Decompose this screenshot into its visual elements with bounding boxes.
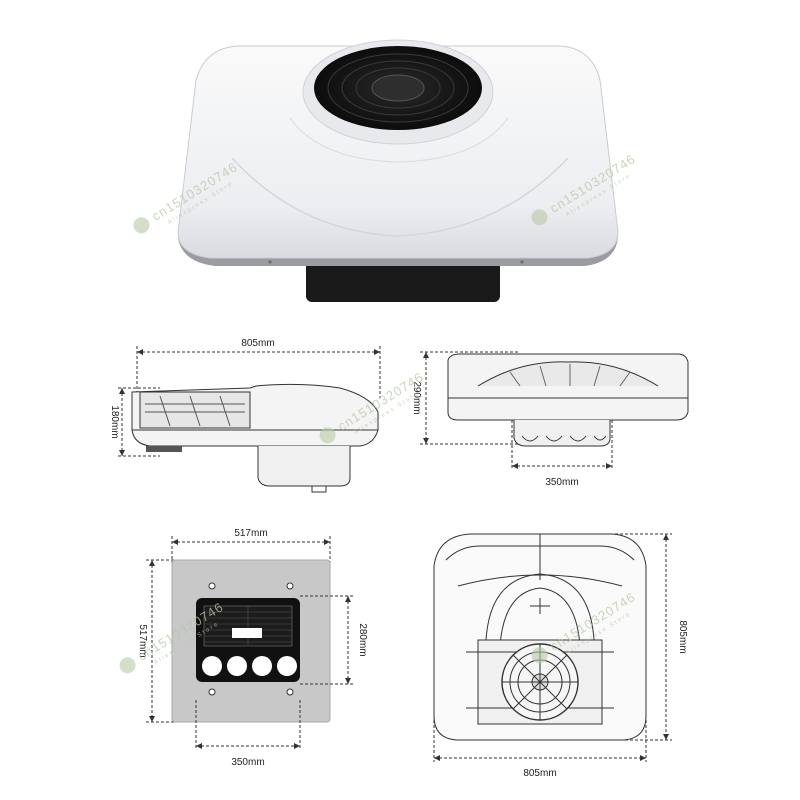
opening-width-label: 350mm [231, 757, 264, 768]
front-height-dimension [420, 351, 520, 445]
fan-grille-rings [327, 53, 469, 123]
unit-contour-line [231, 157, 569, 237]
unit-contour-line-inner [289, 117, 509, 163]
unit-screw [520, 260, 524, 264]
unit-bottom-housing [306, 258, 500, 302]
side-width-dimension [136, 346, 381, 400]
side-fan-blades [145, 395, 245, 427]
watermark-logo-icon [319, 427, 336, 444]
front-fan-blades [509, 364, 631, 387]
base-height-dimension [146, 559, 176, 723]
watermark-logo-icon [531, 647, 548, 664]
opening-width-dimension [195, 700, 301, 750]
front-vents [521, 435, 607, 442]
watermark-logo-icon [133, 217, 150, 234]
side-view-drawing [118, 346, 381, 493]
side-height-dimension [118, 387, 160, 457]
front-lower-housing [513, 420, 611, 447]
base-width-label: 517mm [234, 528, 267, 539]
side-drain [311, 485, 327, 493]
unit-screw [268, 260, 272, 264]
top-arch-outer [485, 573, 595, 720]
side-height-label: 180mm [109, 405, 120, 438]
dimension-labels: 805mm 180mm 290mm 350mm 517mm 517mm 280m… [109, 338, 688, 779]
grille-lines [204, 606, 292, 646]
side-vent [146, 446, 182, 452]
front-base-label: 350mm [545, 477, 578, 488]
base-plate-drawing [146, 536, 354, 750]
fan-hub [371, 74, 425, 102]
front-height-label: 290mm [411, 381, 422, 414]
base-height-label: 517mm [137, 624, 148, 657]
watermark-logo-icon [119, 657, 136, 674]
watermark-logo-icon [531, 209, 548, 226]
outlet-holes [202, 656, 297, 676]
opening-height-dimension [300, 595, 354, 685]
base-screw-holes [208, 582, 294, 696]
opening-height-label: 280mm [357, 623, 368, 656]
top-front-curve [457, 574, 623, 587]
top-depth-label: 805mm [677, 620, 688, 653]
side-width-label: 805mm [241, 338, 274, 349]
top-view-drawing [433, 533, 672, 762]
front-body-outline [447, 353, 689, 421]
front-fan-shroud [477, 361, 659, 387]
front-view-drawing [420, 351, 689, 470]
unit-photo [177, 39, 619, 302]
display-window [232, 628, 262, 638]
side-lower-housing [257, 446, 351, 487]
top-arch-inner [499, 587, 581, 720]
front-base-dimension [511, 420, 613, 470]
top-width-label: 805mm [523, 768, 556, 779]
